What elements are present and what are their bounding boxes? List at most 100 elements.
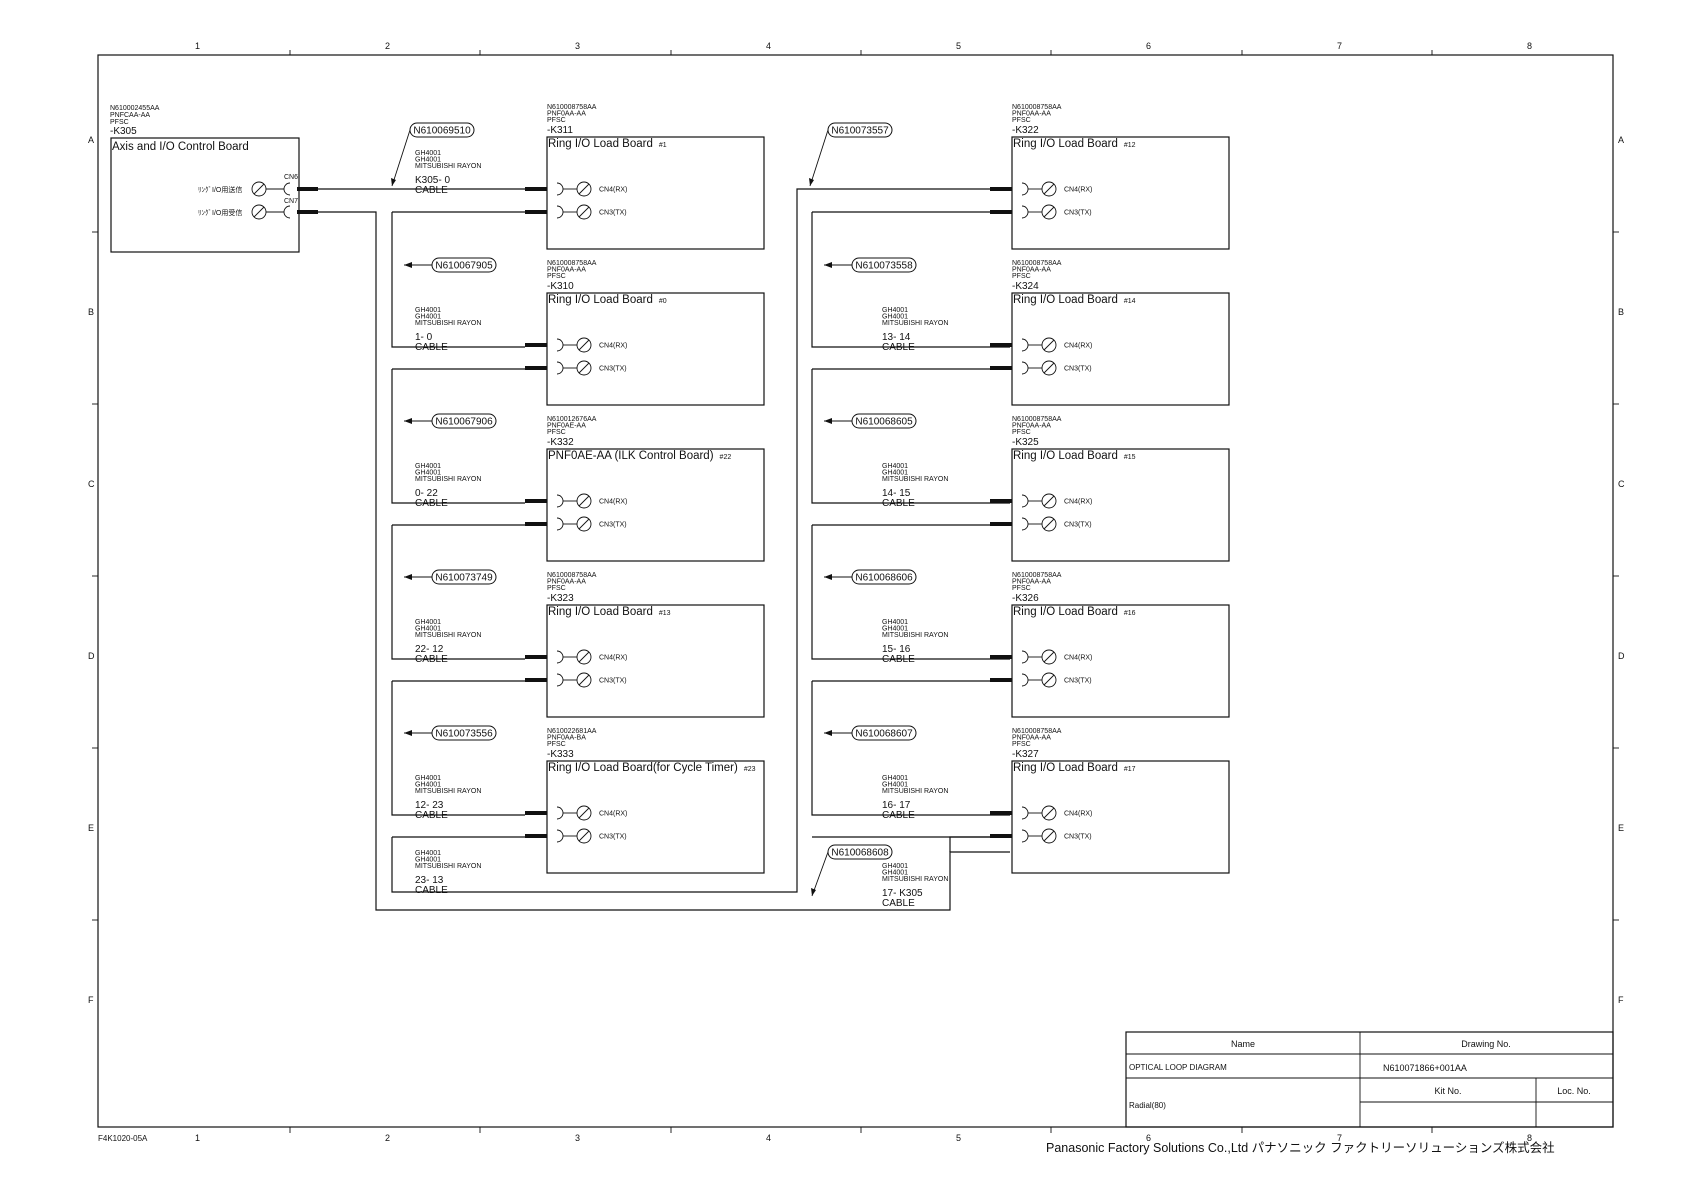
cable-spec-line: MITSUBISHI RAYON xyxy=(882,476,948,483)
board-title: Ring I/O Load Board(for Cycle Timer) #23 xyxy=(548,762,756,774)
board-title-text: Ring I/O Load Board xyxy=(1013,762,1118,774)
board-title-text: Ring I/O Load Board xyxy=(1013,606,1118,618)
part-line: PFSC xyxy=(1012,273,1031,280)
board-title: Ring I/O Load Board#1 xyxy=(548,138,667,150)
cable-name: CABLE xyxy=(882,898,915,909)
column-labels-top: 1 2 3 4 5 6 7 8 xyxy=(195,41,1532,51)
board-ref: -K310 xyxy=(547,281,574,292)
cable-tag-label: N610067906 xyxy=(435,417,493,428)
cable-tag-label: N610067905 xyxy=(435,261,493,272)
board-box xyxy=(1011,448,1230,562)
part-line: N610022681AA xyxy=(547,728,597,735)
part-line: PNF0AA-AA xyxy=(1012,111,1051,118)
part-line: PNF0AA-AA xyxy=(547,579,586,586)
col-label: 4 xyxy=(766,1133,771,1143)
cable-tag-label: N610068606 xyxy=(855,573,913,584)
board-title-text: Ring I/O Load Board xyxy=(548,294,653,306)
connector-label: CN3(TX) xyxy=(1064,522,1092,529)
board-title-text: Ring I/O Load Board xyxy=(1013,450,1118,462)
board-box xyxy=(546,136,765,250)
col-label: 5 xyxy=(956,1133,961,1143)
cable-name: CABLE xyxy=(415,498,448,509)
board-number: #0 xyxy=(659,298,667,305)
board-title: Ring I/O Load Board#15 xyxy=(1013,450,1136,462)
cable-name: CABLE xyxy=(882,810,915,821)
board-ref: -K323 xyxy=(547,593,574,604)
optical-port-icon xyxy=(1021,204,1057,220)
part-line: N610008758AA xyxy=(1012,260,1062,267)
board-title-text: PNF0AE-AA (ILK Control Board) xyxy=(548,450,714,462)
board-box xyxy=(1011,292,1230,406)
optical-port-icon xyxy=(1021,181,1057,197)
board-box xyxy=(1011,604,1230,718)
cable-spec-line: MITSUBISHI RAYON xyxy=(882,876,948,883)
cable-ref: 22- 12 xyxy=(415,644,444,655)
board-ref: -K311 xyxy=(547,125,573,136)
optical-wiring xyxy=(318,188,1010,911)
cable-name: CABLE xyxy=(415,342,448,353)
board-ref: -K327 xyxy=(1012,749,1039,760)
row-label: F xyxy=(88,995,94,1005)
board-ref: -K325 xyxy=(1012,437,1039,448)
connector-label: CN4(RX) xyxy=(1064,655,1092,662)
cable-spec-line: GH4001 xyxy=(882,775,908,782)
col-label: 1 xyxy=(195,1133,200,1143)
row-label: E xyxy=(1618,823,1624,833)
cable-spec-line: GH4001 xyxy=(415,150,441,157)
cable-spec-line: GH4001 xyxy=(882,307,908,314)
cable-ref: 23- 13 xyxy=(415,875,444,886)
board-box xyxy=(546,604,765,718)
cable-ref: 17- K305 xyxy=(882,888,923,899)
board-title-text: Ring I/O Load Board(for Cycle Timer) xyxy=(548,762,738,774)
cable-tag: N610073556 xyxy=(404,725,497,741)
col-label: 8 xyxy=(1527,41,1532,51)
optical-port-icon xyxy=(1021,805,1057,821)
board-title: Ring I/O Load Board#14 xyxy=(1013,294,1136,306)
cable-name: CABLE xyxy=(415,654,448,665)
col-label: 8 xyxy=(1527,1133,1532,1143)
connector-label: CN3(TX) xyxy=(599,678,627,685)
port-send-label: ﾘﾝｸﾞI/O用送信 xyxy=(198,185,242,194)
part-line: N610008758AA xyxy=(547,104,597,111)
optical-port-icon xyxy=(556,360,592,376)
col-label: 3 xyxy=(575,1133,580,1143)
load-board: N610012676AAPNF0AE-AAPFSC-K332PNF0AE-AA … xyxy=(525,416,765,562)
cable-ref: 14- 15 xyxy=(882,488,911,499)
col-label: 2 xyxy=(385,1133,390,1143)
part-line: PNF0AA-AA xyxy=(1012,267,1051,274)
row-labels-right: A B C D E F xyxy=(1618,135,1625,1005)
cable-spec-line: GH4001 xyxy=(415,314,441,321)
cable-tag-label: N610069510 xyxy=(413,126,471,137)
cable-tag-label: N610073557 xyxy=(831,126,889,137)
cable-name: CABLE xyxy=(415,810,448,821)
connector-label: CN3(TX) xyxy=(599,834,627,841)
cable-spec-line: GH4001 xyxy=(882,626,908,633)
board-number: #23 xyxy=(744,766,756,773)
row-label: F xyxy=(1618,995,1624,1005)
cable-spec-line: GH4001 xyxy=(415,775,441,782)
part-line: N610008758AA xyxy=(1012,572,1062,579)
cable-ref: 15- 16 xyxy=(882,644,911,655)
part-line: PFSC xyxy=(547,741,566,748)
part-line: N610002455AA xyxy=(110,105,160,112)
optical-port-icon xyxy=(556,204,592,220)
drawing-subtitle: Radial(80) xyxy=(1129,1101,1166,1110)
optical-port-icon xyxy=(251,204,291,220)
column-labels-bottom: 1 2 3 4 5 6 7 8 xyxy=(195,1133,1532,1143)
row-label: C xyxy=(1618,479,1625,489)
cable-spec-line: MITSUBISHI RAYON xyxy=(415,863,481,870)
part-line: PFSC xyxy=(1012,585,1031,592)
cable-tag-label: N610068607 xyxy=(855,729,913,740)
port-recv-label: ﾘﾝｸﾞI/O用受信 xyxy=(198,208,242,217)
cable-tag-label: N610073556 xyxy=(435,729,493,740)
col-label: 1 xyxy=(195,41,200,51)
col-label: 6 xyxy=(1146,1133,1151,1143)
connector-label: CN4(RX) xyxy=(1064,187,1092,194)
